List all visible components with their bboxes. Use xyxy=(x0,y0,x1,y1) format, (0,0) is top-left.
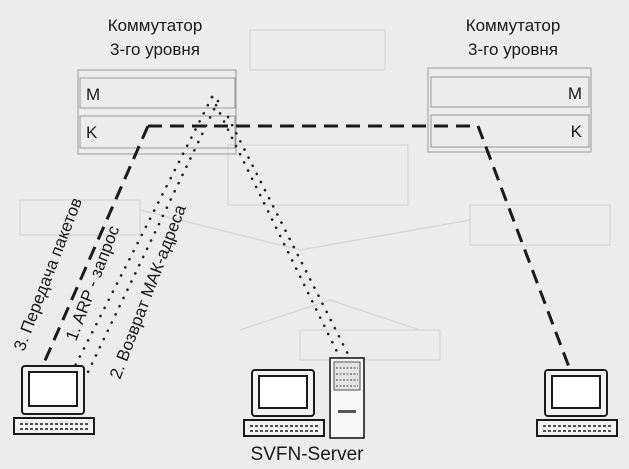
server-dotted-path-a xyxy=(210,95,344,364)
left-switch-title-line1: Коммутатор xyxy=(108,16,203,35)
right-switch-k-label: K xyxy=(571,122,583,141)
right-switch-row-m xyxy=(430,76,590,108)
left-pc-link-dashed xyxy=(38,125,150,373)
right-switch-title-line1: Коммутатор xyxy=(466,16,561,35)
right-switch-row-k xyxy=(430,114,590,148)
left-switch-title-line2: 3-го уровня xyxy=(110,40,200,59)
center-pc-icon xyxy=(243,369,325,437)
server-label: SVFN-Server xyxy=(251,444,365,465)
background-ghost xyxy=(19,29,611,361)
server-tower-icon xyxy=(329,357,365,439)
left-switch-row-k xyxy=(79,115,236,149)
right-pc-link-dashed xyxy=(476,125,574,376)
arp-request-dotted-path-a xyxy=(70,95,214,374)
left-switch-m-label: M xyxy=(86,85,100,104)
left-switch-row-m xyxy=(79,77,236,109)
left-switch-frame xyxy=(77,69,237,155)
left-pc-icon xyxy=(13,365,95,435)
server-dotted-path-b xyxy=(226,115,354,364)
right-switch-title-line2: 3-го уровня xyxy=(468,40,558,59)
right-switch-m-label: M xyxy=(568,84,582,103)
right-switch: Коммутатор 3-го уровня M K xyxy=(427,16,592,153)
right-pc-icon xyxy=(536,369,618,437)
step1-label: 1. ARP - запрос xyxy=(62,223,123,344)
left-switch-k-label: K xyxy=(86,123,98,142)
left-switch: Коммутатор 3-го уровня M K xyxy=(77,16,237,155)
right-switch-frame xyxy=(427,67,592,153)
